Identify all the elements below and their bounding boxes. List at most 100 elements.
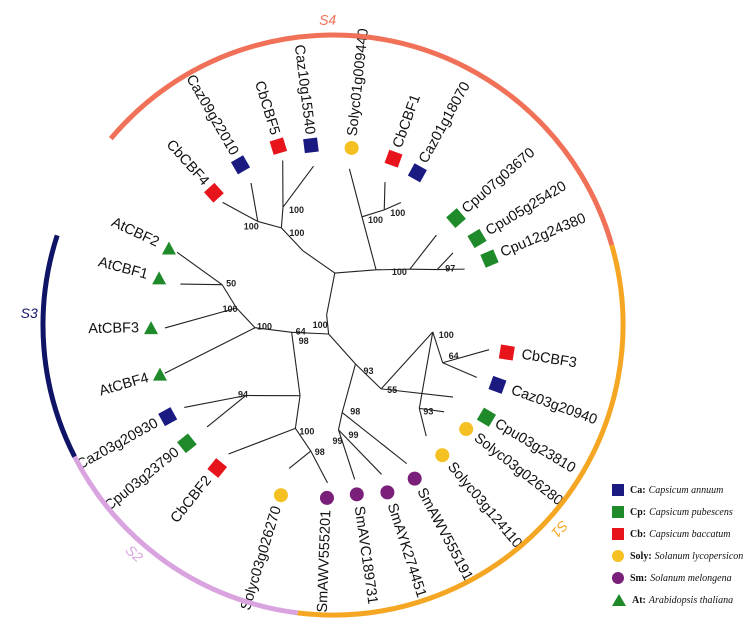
bootstrap-value: 100 <box>289 228 304 238</box>
tree-branch <box>206 395 247 428</box>
square-marker-icon <box>446 208 466 228</box>
square-marker-icon <box>204 182 224 203</box>
legend-item-cb: Cb: Capsicum baccatum <box>612 523 750 545</box>
tree-branch <box>418 408 427 437</box>
leaf-label: CbCBF4 <box>163 137 212 189</box>
leaf-solyc03g026270: Solyc03g026270 <box>238 488 288 612</box>
legend-species: Capsicum annuum <box>648 484 724 496</box>
tree-branch <box>355 363 382 390</box>
legend-species: Capsicum baccatum <box>649 528 731 540</box>
subfamily-arc-s2 <box>72 455 298 616</box>
tree-branch <box>361 209 385 218</box>
bootstrap-value: 98 <box>299 336 309 346</box>
square-marker-icon <box>384 149 403 168</box>
tree-branch <box>334 269 377 274</box>
square-marker-icon <box>230 155 251 175</box>
leaf-label: CbCBF1 <box>390 92 424 150</box>
leaf-label: AtCBF2 <box>109 215 162 251</box>
leaf-label: AtCBF3 <box>88 320 139 337</box>
bootstrap-value: 100 <box>390 208 405 218</box>
bootstrap-value: 100 <box>368 215 383 225</box>
bootstrap-value: 97 <box>445 264 455 274</box>
tree-branch <box>418 331 434 409</box>
square-marker-icon <box>177 433 197 454</box>
tree-branch <box>302 250 336 274</box>
leaf-cbcbf3: CbCBF3 <box>498 344 578 371</box>
bootstrap-value: 100 <box>289 205 304 215</box>
tree-branch <box>419 407 445 413</box>
tree-branch <box>291 332 301 396</box>
triangle-marker-icon <box>152 271 167 285</box>
tree-branch <box>291 331 329 335</box>
bootstrap-value: 94 <box>238 389 248 399</box>
tree-branch <box>250 182 259 222</box>
bootstrap-value: 100 <box>313 320 328 330</box>
leaf-label: Solyc01g009440 <box>345 28 372 137</box>
subfamily-arc-s3 <box>40 234 77 458</box>
leaf-label: CbCBF2 <box>168 473 215 526</box>
bootstrap-value: 98 <box>350 407 360 417</box>
square-marker-icon <box>269 137 288 155</box>
circle-marker-icon <box>612 572 624 584</box>
leaf-label: SmAWV555201 <box>315 510 335 613</box>
triangle-marker-icon <box>152 367 167 381</box>
leaf-label: Caz09g22010 <box>183 72 242 158</box>
legend-code: Cp: <box>630 506 647 518</box>
square-marker-icon <box>612 484 624 496</box>
leaf-cbcbf5: CbCBF5 <box>251 79 288 155</box>
tree-branch <box>337 412 343 430</box>
tree-branch <box>294 395 301 429</box>
bootstrap-value: 64 <box>449 351 459 361</box>
bootstrap-value: 64 <box>296 326 306 336</box>
leaf-label: CbCBF5 <box>251 79 283 137</box>
tree-branch <box>380 331 434 390</box>
circle-marker-icon <box>380 485 395 500</box>
legend-species: Arabidopsis thaliana <box>648 594 734 606</box>
leaf-smawv555201: SmAWV555201 <box>315 490 335 613</box>
leaf-label: SmAYK274451 <box>384 501 430 599</box>
tree-branch <box>328 333 356 365</box>
tree-branch <box>288 450 312 469</box>
legend-code: Cb: <box>630 528 647 540</box>
leaf-cbcbf4: CbCBF4 <box>163 137 224 203</box>
circle-marker-icon <box>435 448 450 463</box>
subfamily-arc-s4 <box>108 32 615 246</box>
legend-item-soly: Soly: Solanum lycopersicon <box>612 545 750 567</box>
bootstrap-value: 99 <box>332 436 342 446</box>
tree-branch <box>326 314 330 335</box>
tree-branch <box>164 307 237 329</box>
legend-species: Capsicum pubescens <box>649 506 733 518</box>
circle-marker-icon <box>319 490 334 505</box>
tree-branch <box>221 284 237 309</box>
leaf-label: Caz10g15540 <box>291 44 318 136</box>
square-marker-icon <box>480 249 499 268</box>
tree-branch <box>337 429 356 480</box>
bootstrap-value: 100 <box>439 330 454 340</box>
leaf-label: AtCBF1 <box>96 254 149 283</box>
square-marker-icon <box>612 528 624 540</box>
square-marker-icon <box>498 344 515 361</box>
leaf-cbcbf2: CbCBF2 <box>168 458 228 526</box>
tree-branch <box>341 363 357 413</box>
species-legend: Ca: Capsicum annuum Cp: Capsicum pubesce… <box>612 479 750 611</box>
legend-code: Ca: <box>630 484 646 496</box>
leaf-atcbf3: AtCBF3 <box>88 320 159 337</box>
triangle-marker-icon <box>161 241 176 255</box>
tree-branch <box>222 201 259 222</box>
legend-code: Soly: <box>630 550 652 562</box>
bootstrap-value: 93 <box>423 406 433 416</box>
square-marker-icon <box>303 137 319 154</box>
tree-branch <box>236 307 256 329</box>
square-marker-icon <box>476 407 497 427</box>
tree-branch <box>164 327 256 374</box>
circle-marker-icon <box>349 487 364 502</box>
triangle-marker-icon <box>144 321 159 335</box>
tree-branch <box>409 234 437 270</box>
leaf-label: AtCBF4 <box>97 370 150 399</box>
bootstrap-value: 100 <box>392 267 407 277</box>
tree-branch <box>341 412 408 465</box>
tree-branch <box>384 202 402 211</box>
subfamily-label: S4 <box>319 12 337 28</box>
circle-marker-icon <box>273 488 288 503</box>
